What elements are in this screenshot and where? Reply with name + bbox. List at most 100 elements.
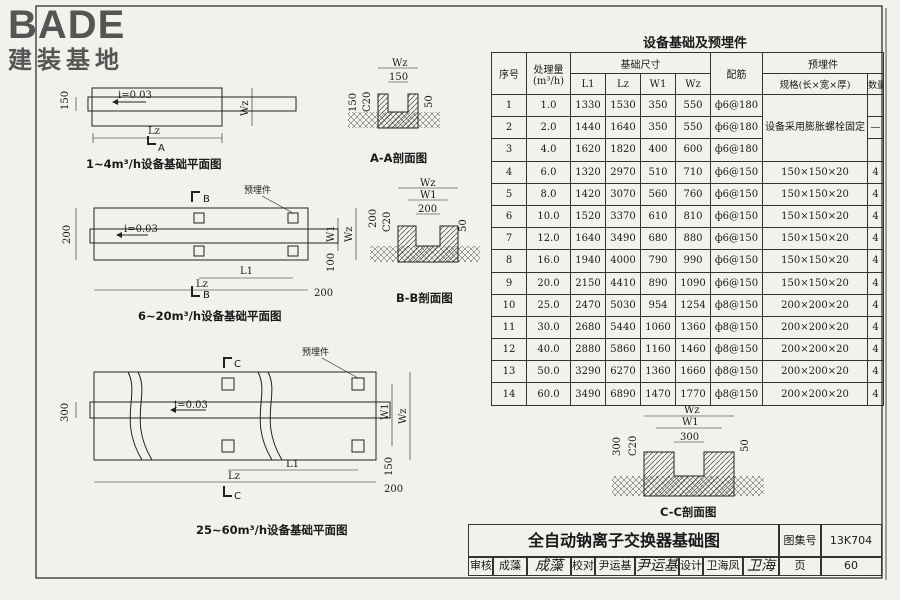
table-cell: 2150 <box>570 271 606 295</box>
drawing-title: 全自动钠离子交换器基础图 <box>468 524 780 558</box>
table-cell: 1160 <box>640 338 676 362</box>
table-cell: 1620 <box>570 138 606 162</box>
th-l1: L1 <box>570 73 606 95</box>
table-cell: ф6@150 <box>710 182 763 206</box>
table-cell: 30.0 <box>526 315 571 340</box>
secB-height: 200 <box>368 209 379 228</box>
th-rebar: 配筋 <box>710 52 763 95</box>
table-cell: 1420 <box>570 182 606 206</box>
table-cell: 4410 <box>605 271 641 295</box>
table-cell: 6 <box>491 204 527 229</box>
plan3-dim-300: 300 <box>60 403 71 422</box>
table-cell: 20.0 <box>526 271 571 295</box>
table-cell: 4000 <box>605 249 641 273</box>
table-cell: 3490 <box>605 227 641 251</box>
table-cell: ф6@150 <box>710 160 763 184</box>
table-cell: 5860 <box>605 338 641 362</box>
section-b-b: Wz W1 200 200 C20 50 B-B剖面图 <box>368 178 480 305</box>
table-cell: 25.0 <box>526 293 571 317</box>
th-base-size: 基础尺寸 <box>570 52 711 74</box>
table-cell: 400 <box>640 138 676 162</box>
table-cell: 2680 <box>570 315 606 340</box>
table-cell: 1360 <box>675 315 711 340</box>
checker-signature: 尹运基 <box>634 556 680 576</box>
table-cell: 6.0 <box>526 160 571 184</box>
plan2-dim-200b: 200 <box>314 288 333 299</box>
section-a-a: Wz 150 150 C20 50 A-A剖面图 <box>348 58 440 165</box>
plan2-lz: Lz <box>196 279 208 290</box>
table-cell: 1060 <box>640 315 676 340</box>
table-cell: 12 <box>491 338 527 362</box>
table-cell: 4 <box>867 204 884 229</box>
plan2-dim-100: 100 <box>326 253 337 272</box>
table-cell: 2.0 <box>526 116 571 140</box>
secA-c20: C20 <box>362 92 373 112</box>
plan3-caption: 25~60m³/h设备基础平面图 <box>196 523 348 537</box>
plan2-w1: W1 <box>326 225 337 242</box>
table-cell: 10 <box>491 293 527 317</box>
secB-w1: W1 <box>420 190 437 201</box>
plan2-caption: 6~20m³/h设备基础平面图 <box>138 309 282 323</box>
table-cell: 150×150×20 <box>762 182 868 206</box>
table-cell: 7 <box>491 227 527 251</box>
table-cell: 6890 <box>605 382 641 406</box>
table-cell: 1.0 <box>526 93 571 118</box>
table-cell: 350 <box>640 93 676 118</box>
designer-signature: 卫海凤 <box>742 556 780 576</box>
table-cell: 1660 <box>675 360 711 384</box>
table-cell: 4 <box>867 360 884 384</box>
table-cell: 40.0 <box>526 338 571 362</box>
table-cell: ф8@150 <box>710 338 763 362</box>
table-cell: 200×200×20 <box>762 315 868 340</box>
table-cell: 680 <box>640 227 676 251</box>
table-cell: 4 <box>867 315 884 340</box>
plan-view-1: i=0.03 Lz 150 Wz A 1~4m³/h设备基础平面图 <box>60 87 297 171</box>
th-lz: Lz <box>605 73 641 95</box>
secC-caption: C-C剖面图 <box>660 505 716 519</box>
section-c-c: Wz W1 300 300 C20 50 C-C剖面图 <box>612 405 764 519</box>
table-cell: ф8@150 <box>710 360 763 384</box>
plan1-dim-150: 150 <box>60 91 71 110</box>
table-cell: 8.0 <box>526 182 571 206</box>
plan1-lz: Lz <box>148 126 160 137</box>
plan3-wz: Wz <box>398 408 409 424</box>
atlas-label: 图集号 <box>778 524 822 558</box>
plan2-dim-200: 200 <box>62 225 73 244</box>
table-cell: 4 <box>867 293 884 317</box>
table-cell: 1940 <box>570 249 606 273</box>
title-block: 全自动钠离子交换器基础图 图集号 13K704 审核 成藻 成藻 校对 尹运基 … <box>468 524 882 576</box>
table-cell: 1640 <box>605 116 641 140</box>
table-cell: 150×150×20 <box>762 204 868 229</box>
th-wz: Wz <box>675 73 711 95</box>
plan-view-2: i=0.03 预埋件 B B L1 Lz 200 200 W1 Wz 100 6… <box>62 184 357 323</box>
table-cell: 3490 <box>570 382 606 406</box>
check-label: 校对 <box>570 556 596 576</box>
table-cell: 510 <box>640 160 676 184</box>
table-cell: 4 <box>867 382 884 406</box>
table-cell: 3290 <box>570 360 606 384</box>
table-cell: 60.0 <box>526 382 571 406</box>
table-cell: 150×150×20 <box>762 249 868 273</box>
table-cell: 350 <box>640 116 676 140</box>
table-cell: 3070 <box>605 182 641 206</box>
table-cell: 790 <box>640 249 676 273</box>
reviewer-name: 成藻 <box>492 556 528 576</box>
secC-width: 300 <box>680 432 699 443</box>
page-label: 页 <box>778 556 822 576</box>
table-cell: 150×150×20 <box>762 227 868 251</box>
th-embed: 预埋件 <box>762 52 884 74</box>
plan-view-3: i=0.03 预埋件 C C L1 Lz 200 300 W1 Wz 150 2… <box>60 346 411 537</box>
table-cell: 16.0 <box>526 249 571 273</box>
table-cell: 1440 <box>570 116 606 140</box>
logo-brand: BADE <box>8 3 126 47</box>
table-cell: 4.0 <box>526 138 571 162</box>
table-cell: 5 <box>491 182 527 206</box>
plan3-section-mark-bottom: C <box>234 491 241 502</box>
